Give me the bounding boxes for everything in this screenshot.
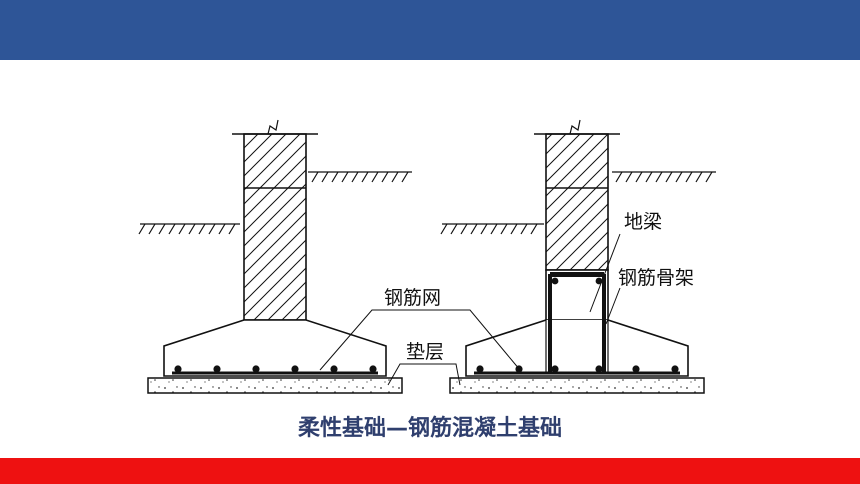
right-cushion xyxy=(449,377,705,394)
cushion-label: 垫层 xyxy=(406,341,444,363)
rebar-mesh-label: 钢筋网 xyxy=(384,287,441,309)
left-rebar-mesh xyxy=(172,365,378,375)
leader-lines xyxy=(319,233,621,386)
rebar-cage-label: 钢筋骨架 xyxy=(618,267,694,289)
left-wall xyxy=(232,119,318,321)
right-wall xyxy=(534,119,620,271)
diagram-caption: 柔性基础—钢筋混凝土基础 xyxy=(297,416,562,441)
right-rebar-cage xyxy=(545,272,609,374)
right-foundation xyxy=(440,119,716,394)
right-ground-beam xyxy=(545,269,609,321)
header-bar xyxy=(0,0,860,60)
left-cushion xyxy=(147,377,403,394)
ground-beam-label: 地梁 xyxy=(624,211,662,233)
left-footing xyxy=(163,319,387,377)
left-foundation xyxy=(138,119,412,394)
footer-bar xyxy=(0,458,860,484)
right-ground-lines xyxy=(440,171,716,235)
left-ground-lines xyxy=(138,171,412,235)
foundation-diagram: 钢筋网 垫层 地梁 钢筋骨架 xyxy=(138,119,716,394)
